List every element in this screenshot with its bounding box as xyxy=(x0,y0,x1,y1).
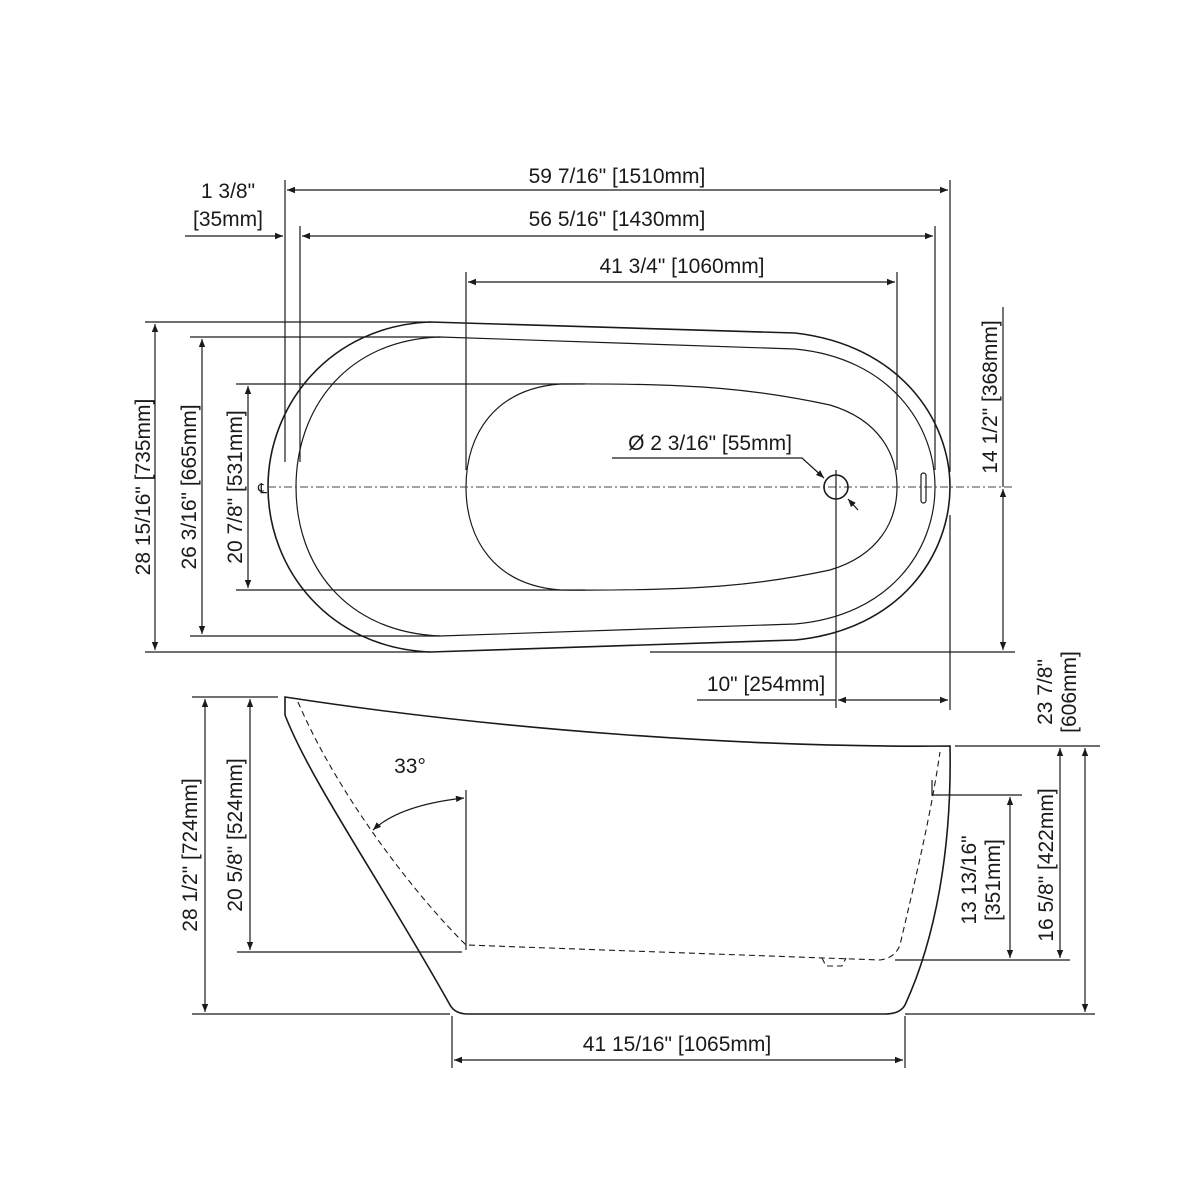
tub-outer-outline xyxy=(267,321,951,653)
drain-leader-arrow xyxy=(847,498,859,511)
overflow-hidden-line xyxy=(931,780,938,796)
overflow-slot xyxy=(920,472,927,504)
label-water-depth: 16 5/8" [422mm] xyxy=(1035,788,1058,941)
label-half-width: 14 1/2" [368mm] xyxy=(979,320,1002,473)
label-inner-length: 56 5/16" [1430mm] xyxy=(529,208,706,231)
label-overall-width: 28 15/16" [735mm] xyxy=(132,399,155,576)
angle-arc xyxy=(372,795,465,831)
label-overflow-height-in: 13 13/16" xyxy=(958,835,981,924)
centerline-symbol: ℄ xyxy=(257,480,267,496)
label-basin-width: 20 7/8" [531mm] xyxy=(224,410,247,563)
drain-hidden-line xyxy=(821,957,847,967)
label-inner-width: 26 3/16" [665mm] xyxy=(178,404,201,569)
label-drain-diameter: Ø 2 3/16" [55mm] xyxy=(628,432,792,455)
label-base-length: 41 15/16" [1065mm] xyxy=(583,1033,771,1056)
label-overflow-height-mm: [351mm] xyxy=(982,839,1005,921)
drain-leader xyxy=(612,457,825,479)
label-inner-depth: 20 5/8" [524mm] xyxy=(224,758,247,911)
top-view: ℄ 59 7/16" [1510mm] 56 5/16" [1430mm] 1 … xyxy=(132,165,1015,710)
label-rim-offset-in: 1 3/8" xyxy=(201,180,255,203)
label-overall-length: 59 7/16" [1510mm] xyxy=(529,165,706,188)
side-view: 33° 28 1/2" [724mm] 20 5/8" [524mm] 23 7… xyxy=(179,651,1100,1068)
label-back-height-mm: [606mm] xyxy=(1058,651,1081,733)
tub-interior-hidden-line xyxy=(297,701,941,961)
label-backrest-angle: 33° xyxy=(394,755,426,778)
tub-side-outline xyxy=(284,696,951,1015)
label-basin-length: 41 3/4" [1060mm] xyxy=(599,255,764,278)
label-back-height-in: 23 7/8" xyxy=(1034,659,1057,725)
label-drain-offset: 10" [254mm] xyxy=(707,673,825,696)
label-overall-height: 28 1/2" [724mm] xyxy=(179,778,202,931)
label-rim-offset-mm: [35mm] xyxy=(193,208,263,231)
